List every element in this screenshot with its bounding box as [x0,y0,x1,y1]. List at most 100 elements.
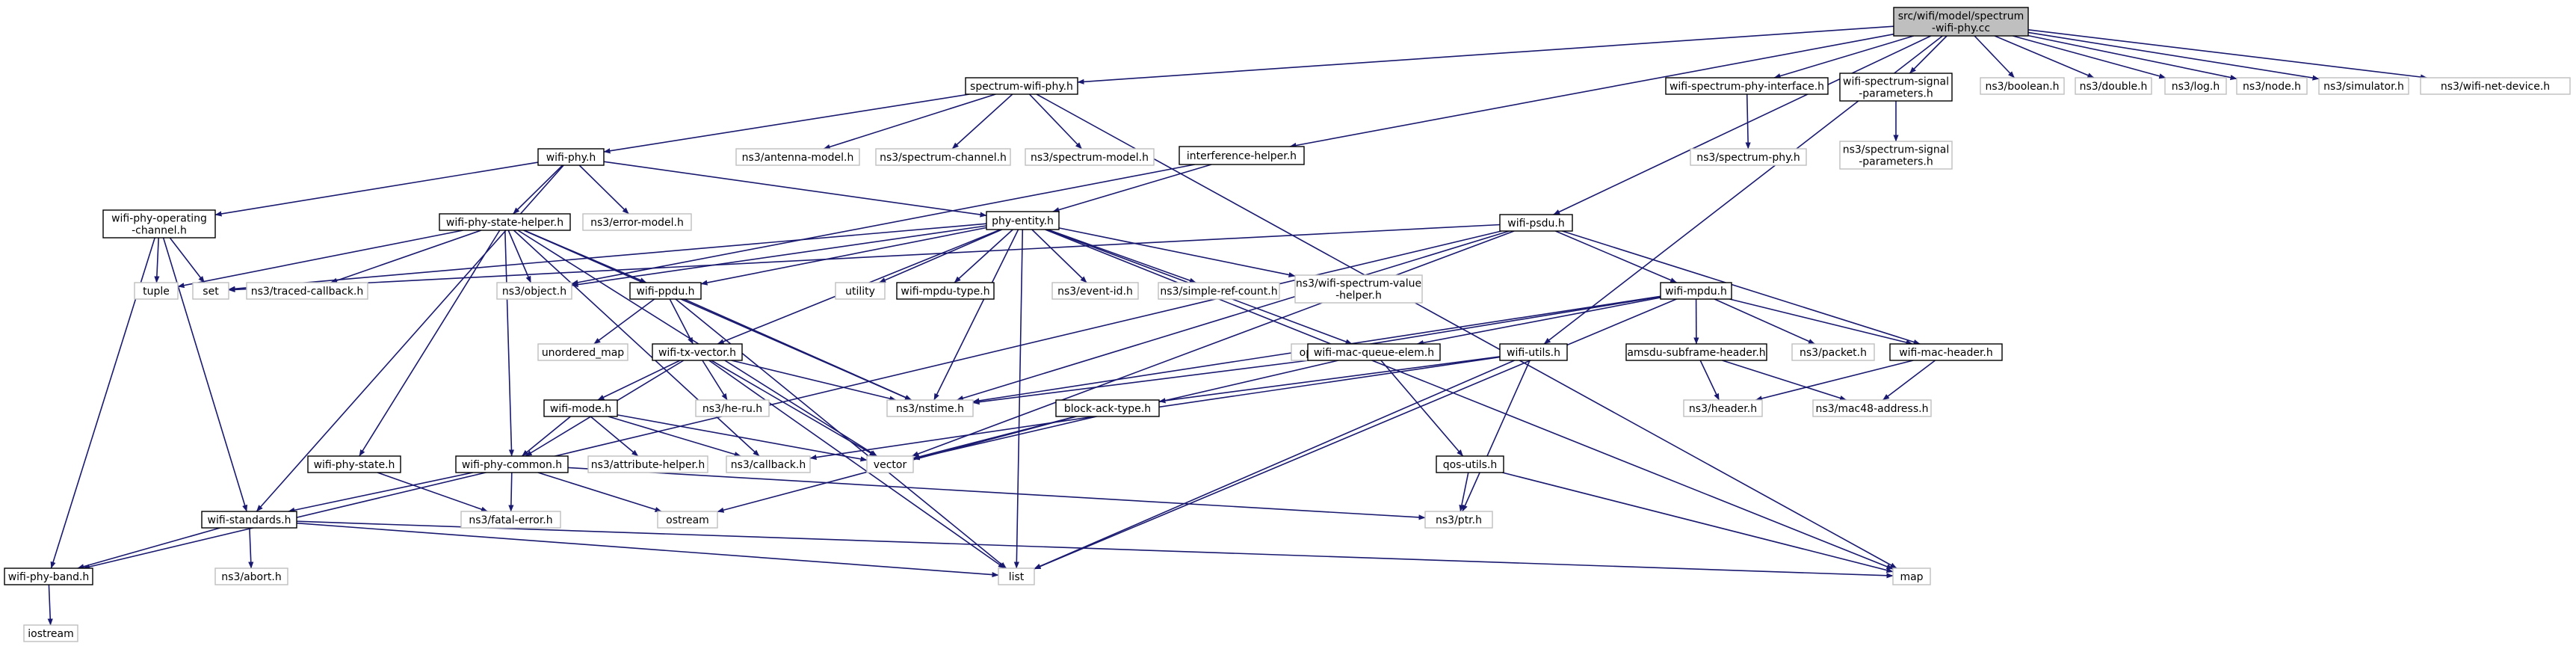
edge-wifi_standards-to-wifi_phy_band [77,527,220,570]
edge-wifi_psdu-to-vector [911,230,1515,457]
node-label: ns3/spectrum-signal-parameters.h [1843,144,1950,168]
node-wifi-phy-state-helper[interactable]: wifi-phy-state-helper.h [439,213,571,231]
node-label: wifi-phy-band.h [8,571,90,583]
edge-wifi_phy_state_helper-to-ns3_traced_callback [330,230,482,283]
edge-phy_entity-to-ns3_simple_ref_count [1047,229,1196,283]
node-wifi-spectrum-phy-interface[interactable]: wifi-spectrum-phy-interface.h [1665,77,1829,95]
edge-wifi_phy_state_helper-to-wifi_phy_common [504,230,515,457]
node-wifi-mac-queue-elem[interactable]: wifi-mac-queue-elem.h [1307,343,1441,361]
node-box [896,282,995,300]
node-label: wifi-mac-queue-elem.h [1314,347,1434,359]
edge-wifi_mpdu-to-wifi_mac_queue_elem [1416,297,1661,345]
node-box [1839,73,1953,102]
node-wifi-standards[interactable]: wifi-standards.h [201,511,297,529]
node-wifi-psdu[interactable]: wifi-psdu.h [1499,214,1573,232]
node-box [695,399,770,417]
node-ns3-log: ns3/log.h [2164,77,2227,95]
node-ns3-he-ru: ns3/he-ru.h [695,399,770,417]
node-box [307,455,401,473]
node-wifi-phy-common[interactable]: wifi-phy-common.h [455,455,569,473]
edge-wifi_phy_state_helper-to-vector [517,230,877,457]
node-interference-helper[interactable]: interference-helper.h [1179,146,1305,165]
node-wifi-phy[interactable]: wifi-phy.h [537,148,605,166]
node-ns3-object: ns3/object.h [496,282,572,300]
node-phy-entity[interactable]: phy-entity.h [986,211,1060,230]
node-wifi-mpdu-type[interactable]: wifi-mpdu-type.h [896,282,995,300]
edge-wifi_phy_common-to-ns3_ptr [567,467,1426,520]
node-wifi-spectrum-signal-parameters[interactable]: wifi-spectrum-signal-parameters.h [1839,73,1953,102]
node-label: wifi-tx-vector.h [658,347,736,359]
edge-root-to-ns3_node [2027,34,2237,81]
node-ns3-mac48-address: ns3/mac48-address.h [1812,399,1932,417]
edge-wifi_phy_common-to-ns3_fatal_error [508,472,514,512]
node-box [2164,77,2227,95]
node-label: ns3/spectrum-phy.h [1696,152,1800,164]
edge-phy_entity-to-wifi_mpdu_type [954,229,1013,283]
node-box [965,77,1078,95]
edge-wifi_mac_queue_elem-to-qos_utils [1380,360,1464,457]
edge-root-to-wifi_spectrum_phy_interface [1773,35,1914,79]
node-wifi-phy-state[interactable]: wifi-phy-state.h [307,455,401,473]
edge-wifi_standards-to-ns3_abort [248,527,254,569]
node-ns3-abort: ns3/abort.h [214,567,288,585]
node-label: ns3/error-model.h [590,217,684,229]
edge-wifi_phy_operating_channel-to-wifi_standards [162,237,248,512]
node-box [439,213,571,231]
node-root[interactable]: src/wifi/model/spectrum-wifi-phy.cc [1893,7,2029,37]
node-ns3-simulator: ns3/simulator.h [2318,77,2409,95]
node-amsdu-subframe-header[interactable]: amsdu-subframe-header.h [1625,343,1767,361]
node-label: block-ack-type.h [1064,403,1151,415]
node-box [587,455,708,473]
edge-wifi_phy_operating_channel-to-set [169,237,206,283]
node-wifi-utils[interactable]: wifi-utils.h [1499,343,1568,361]
node-map: map [1892,567,1931,585]
node-box [4,567,93,585]
node-box [629,282,702,300]
node-label: ns3/antenna-model.h [742,152,854,164]
edge-amsdu_subframe_header-to-ns3_mac48_address [1722,360,1847,401]
node-ns3-fatal-error: ns3/fatal-error.h [460,511,561,529]
edge-root-to-ns3_wifi_net_device [2027,29,2427,80]
node-box [1424,511,1493,529]
node-wifi-ppdu[interactable]: wifi-ppdu.h [629,282,702,300]
node-label: wifi-mpdu-type.h [901,286,989,298]
node-label: ns3/mac48-address.h [1816,403,1929,415]
node-spectrum-wifi-phy[interactable]: spectrum-wifi-phy.h [965,77,1078,95]
edge-wifi_mode-to-ns3_callback [608,416,741,458]
node-label: tuple [143,286,170,298]
edge-qos_utils-to-ns3_ptr [1459,472,1469,512]
edge-wifi_tx_vector-to-vector [711,360,877,457]
node-box [726,455,811,473]
edge-wifi_mac_header-to-ns3_mac48_address [1882,360,1936,401]
node-label: ostream [666,514,709,526]
node-label: wifi-phy-operating-channel.h [111,213,207,237]
node-wifi-mpdu[interactable]: wifi-mpdu.h [1660,282,1732,300]
node-wifi-phy-operating-channel[interactable]: wifi-phy-operating-channel.h [102,209,216,239]
node-label: wifi-phy-common.h [462,459,562,471]
node-ns3-spectrum-model: ns3/spectrum-model.h [1025,148,1155,166]
node-label: ns3/wifi-spectrum-value-helper.h [1296,278,1421,302]
edge-wifi_phy-to-ns3_error_model [578,164,629,215]
node-box [455,455,569,473]
node-box [1839,141,1953,170]
node-wifi-phy-band[interactable]: wifi-phy-band.h [4,567,93,585]
node-ns3-antenna-model: ns3/antenna-model.h [735,148,860,166]
dependency-nodes: src/wifi/model/spectrum-wifi-phy.cc spect… [4,7,2571,642]
edge-phy_entity-to-ns3_object [571,225,987,288]
node-qos-utils[interactable]: qos-utils.h [1436,455,1504,473]
edge-wifi_phy_state_helper-to-tuple [177,230,463,289]
node-block-ack-type[interactable]: block-ack-type.h [1055,399,1160,417]
node-box [1893,7,2029,37]
edge-wifi_mpdu-to-optional [1349,296,1661,349]
edge-spectrum_wifi_phy-to-ns3_antenna_model [823,93,996,150]
node-wifi-tx-vector[interactable]: wifi-tx-vector.h [652,343,743,361]
node-wifi-mac-header[interactable]: wifi-mac-header.h [1889,343,2003,361]
edge-spectrum_wifi_phy-to-ns3_spectrum_channel [951,93,1013,150]
node-label: src/wifi/model/spectrum-wifi-phy.cc [1898,10,2024,34]
edge-phy_entity-to-ns3_event_id [1031,229,1087,283]
node-label: ns3/spectrum-channel.h [880,152,1007,164]
node-wifi-mode[interactable]: wifi-mode.h [543,399,618,417]
node-ns3-wifi-net-device: ns3/wifi-net-device.h [2420,77,2571,95]
node-ns3-callback: ns3/callback.h [726,455,811,473]
node-label: ns3/log.h [2172,81,2220,93]
